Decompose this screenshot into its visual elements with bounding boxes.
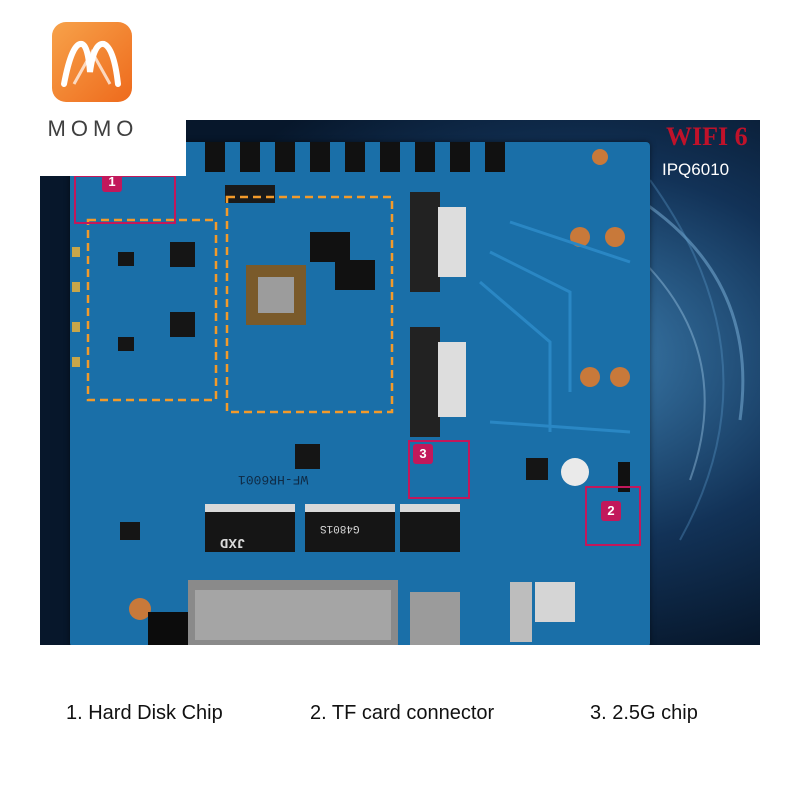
caption-2: 2. TF card connector [310, 702, 495, 724]
chipset-subtitle: IPQ6010 [662, 160, 730, 179]
caption-1: 1. Hard Disk Chip [66, 702, 223, 724]
callout-box-1 [74, 175, 176, 224]
momo-logo: MOMO [0, 0, 186, 176]
callout-box-3 [408, 440, 470, 499]
momo-logo-icon [52, 22, 132, 102]
caption-3: 3. 2.5G chip [590, 702, 698, 724]
callout-number-2: 2 [601, 501, 621, 521]
logo-text: MOMO [47, 116, 139, 141]
callout-number-1: 1 [102, 172, 122, 192]
pcb-board: WF-HR6001 JXD G4801S [70, 142, 650, 645]
router-board-photo: WF-HR6001 JXD G4801S 1 2 3 [40, 120, 760, 645]
board-model-label: WF-HR6001 [238, 472, 309, 487]
chip-model-label: G4801S [320, 522, 360, 534]
wifi-title: WIFI 6 [666, 122, 748, 151]
callout-box-2 [585, 486, 641, 546]
chip-brand-label: JXD [220, 534, 246, 550]
callout-number-3: 3 [413, 444, 433, 464]
